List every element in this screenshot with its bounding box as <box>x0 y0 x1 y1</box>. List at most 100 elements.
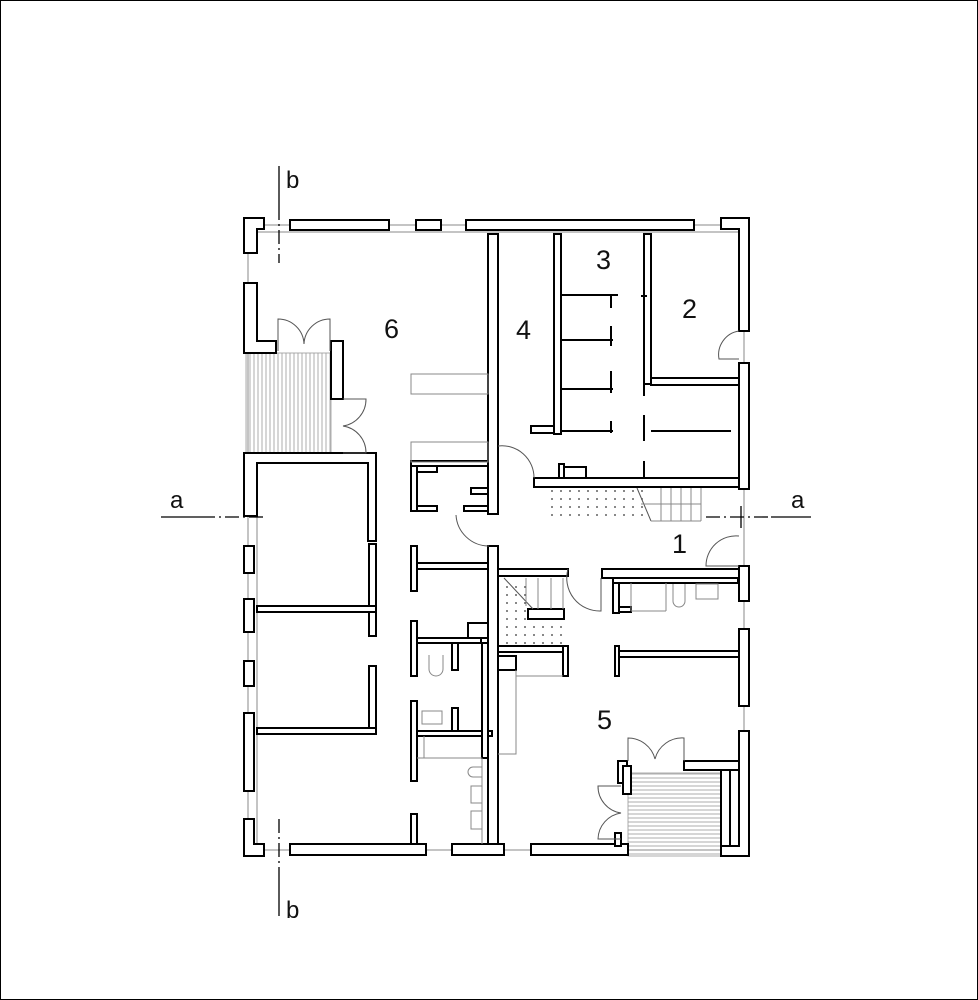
section-label-a-left: a <box>170 487 184 514</box>
room-label-4: 4 <box>516 315 532 345</box>
exterior-wall <box>465 219 695 231</box>
section-label-a-right: a <box>791 487 805 514</box>
interior-wall <box>256 727 377 735</box>
stair-landing-dots <box>549 488 644 521</box>
interior-wall <box>618 606 632 613</box>
exterior-wall-corner <box>720 730 750 857</box>
interior-wall <box>562 645 569 677</box>
door-swing <box>277 318 331 351</box>
staircase <box>503 487 702 610</box>
interior-wall <box>451 642 459 671</box>
interior-wall <box>487 545 499 845</box>
door-swing <box>597 785 622 840</box>
exterior-wall <box>415 219 442 231</box>
exterior-wall <box>738 565 750 602</box>
exterior-wall <box>738 362 750 490</box>
stair-dots-lower <box>501 581 568 646</box>
interior-wall <box>563 466 587 479</box>
interior-wall <box>470 487 489 495</box>
section-label-b-bottom: b <box>286 897 300 924</box>
interior-wall <box>410 620 418 677</box>
exterior-wall <box>243 598 255 633</box>
exterior-wall <box>330 340 344 400</box>
fixture <box>410 373 489 395</box>
exterior-wall <box>243 712 255 792</box>
interior-wall <box>481 642 489 759</box>
sanitary-fixture <box>498 670 517 755</box>
interior-wall <box>410 700 418 782</box>
interior-wall <box>467 622 489 639</box>
interior-wall <box>451 707 459 732</box>
south-entrance-steps <box>627 772 722 857</box>
interior-wall <box>533 477 740 488</box>
interior-wall <box>530 425 555 434</box>
interior-wall <box>487 233 499 515</box>
room-label-1: 1 <box>672 529 688 559</box>
exterior-wall-corner <box>243 282 277 354</box>
interior-wall <box>368 665 377 735</box>
exterior-wall-corner <box>243 452 377 542</box>
interior-walls <box>256 233 740 847</box>
interior-wall <box>612 582 620 614</box>
exterior-walls <box>243 217 750 857</box>
exterior-wall <box>243 660 255 687</box>
interior-wall <box>720 769 731 847</box>
fixture <box>421 710 443 725</box>
interior-wall <box>256 605 377 613</box>
exterior-wall <box>451 843 505 856</box>
interior-wall <box>410 460 489 467</box>
west-entrance-steps <box>245 352 332 454</box>
sanitary-fixture <box>467 766 482 778</box>
fixture <box>470 810 483 830</box>
interior-wall <box>527 608 565 620</box>
interior-wall <box>497 568 569 577</box>
exterior-wall <box>243 545 255 574</box>
exterior-wall-corner <box>720 217 750 332</box>
interior-wall <box>410 465 418 512</box>
interior-wall <box>497 655 517 671</box>
exterior-wall <box>289 219 390 231</box>
section-label-b-top: b <box>286 167 300 194</box>
interior-wall <box>683 760 740 771</box>
door-swing <box>497 445 535 479</box>
interior-wall <box>410 813 418 845</box>
sanitary-fixture <box>672 584 686 608</box>
fixture <box>410 441 489 463</box>
interior-wall <box>463 505 489 512</box>
interior-wall <box>553 233 562 435</box>
room-label-3: 3 <box>596 245 612 275</box>
door-swing <box>718 330 740 360</box>
exterior-wall <box>289 843 427 856</box>
room-label-2: 2 <box>682 294 698 324</box>
interior-wall <box>416 637 482 644</box>
door-swing <box>627 737 685 761</box>
sanitary-fixture <box>428 655 444 677</box>
stair-direction-line <box>503 577 534 610</box>
interior-wall <box>617 650 740 658</box>
interior-wall <box>650 377 740 386</box>
fixtures <box>410 294 731 844</box>
room-label-5: 5 <box>597 705 613 735</box>
interior-wall <box>614 645 620 677</box>
interior-wall <box>497 645 565 653</box>
door-swing <box>566 568 602 612</box>
fixture <box>470 785 483 804</box>
interior-wall <box>416 505 438 512</box>
exterior-wall-corner <box>243 818 265 857</box>
exterior-wall <box>738 628 750 707</box>
fixture <box>695 583 719 600</box>
section-line-a <box>161 506 811 528</box>
door-swing <box>455 514 490 547</box>
doors <box>277 318 740 840</box>
door-swing <box>705 535 740 567</box>
exterior-wall-corner <box>243 217 265 254</box>
interior-wall <box>416 465 438 473</box>
interior-wall <box>612 577 739 584</box>
interior-wall <box>643 233 652 385</box>
door-swing <box>342 398 367 454</box>
interior-wall <box>601 568 740 579</box>
interior-wall <box>368 543 377 637</box>
interior-wall <box>622 765 632 795</box>
